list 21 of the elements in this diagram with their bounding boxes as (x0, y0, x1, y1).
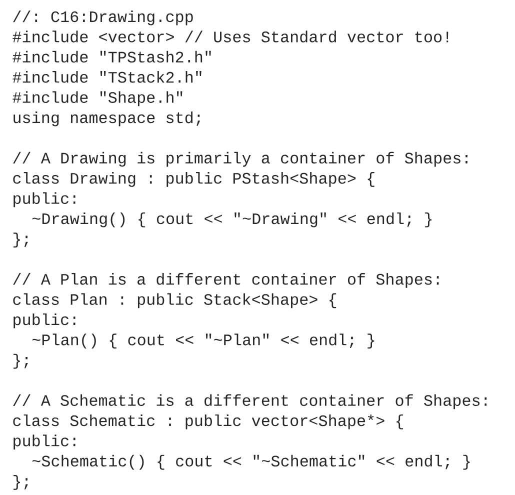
code-line: using namespace std; (14, 111, 200, 126)
code-line: #include "TPStash2.h" (12, 50, 211, 63)
code-line: class Plan : public Stack<Shape> { (13, 293, 336, 308)
code-line: }; (14, 354, 28, 369)
code-line: }; (14, 475, 28, 490)
code-line: ~Schematic() { cout << "~Schematic" << endl; } (32, 454, 470, 470)
code-line: #include "Shape.h" (12, 91, 182, 106)
code-line: public: (14, 313, 76, 328)
code-line: // A Drawing is primarily a container of Shapes: (13, 152, 468, 167)
code-line: class Schematic : public vector<Shape*> { (13, 414, 404, 430)
code-line: #include "TStack2.h" (12, 71, 202, 83)
code-line: // A Plan is a different container of Shapes: (13, 273, 439, 288)
code-line: #include <vector> // Uses Standard vector too! (12, 30, 448, 42)
code-line: public: (14, 434, 76, 450)
code-line: public: (14, 192, 76, 208)
code-line: }; (14, 232, 28, 248)
code-line: //: C16:Drawing.cpp (13, 10, 193, 26)
code-line: ~Plan() { cout << "~Plan" << endl; } (32, 334, 374, 348)
code-line: // A Schematic is a different container of Shapes: (13, 394, 487, 410)
code-line: class Drawing : public PStash<Shape> { (13, 172, 374, 187)
code-line: ~Drawing() { cout << "~Drawing" << endl; } (32, 212, 432, 228)
